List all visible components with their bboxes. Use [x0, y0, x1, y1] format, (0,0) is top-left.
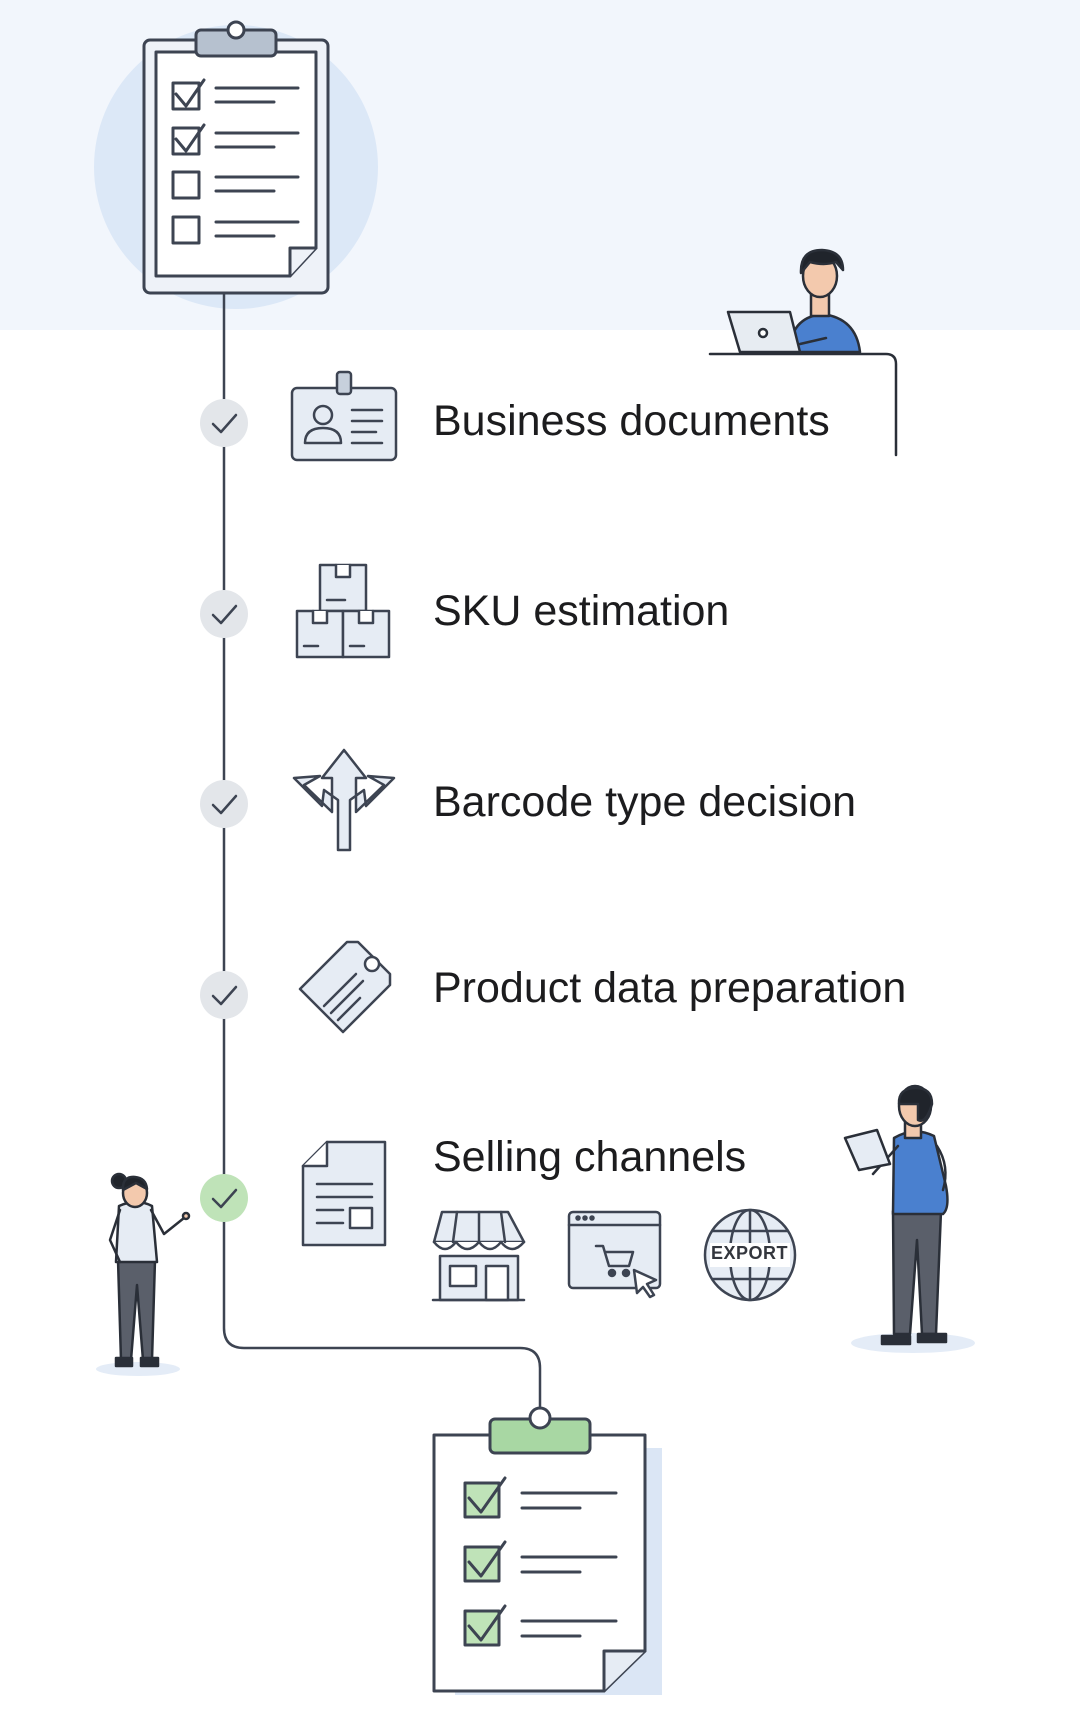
- price-tag-icon: [298, 940, 392, 1034]
- branching-arrows-icon: [292, 748, 396, 852]
- step-check-5-active: [200, 1174, 248, 1222]
- stacked-boxes-icon: [295, 563, 391, 659]
- step-check-4: [200, 971, 248, 1019]
- document-icon: [301, 1140, 387, 1247]
- step-check-2: [200, 590, 248, 638]
- export-globe-label: EXPORT: [710, 1243, 788, 1263]
- storefront-icon: [431, 1210, 526, 1302]
- man-reading-illustration: [843, 1084, 975, 1353]
- id-badge-icon: [290, 370, 398, 462]
- person-at-laptop-illustration: [708, 248, 898, 457]
- step-label-business-documents: Business documents: [433, 397, 830, 445]
- step-label-product-data-preparation: Product data preparation: [433, 964, 907, 1012]
- step-check-1: [200, 399, 248, 447]
- export-globe-icon: [703, 1208, 797, 1302]
- online-shop-browser-icon: [567, 1210, 662, 1299]
- step-check-3: [200, 780, 248, 828]
- completed-checklist-clipboard-icon: [432, 1406, 662, 1695]
- start-checklist-clipboard-icon: [142, 20, 330, 295]
- step-label-barcode-type-decision: Barcode type decision: [433, 778, 857, 826]
- step-label-selling-channels: Selling channels: [433, 1133, 747, 1181]
- flow-connector: [222, 293, 542, 1410]
- step-label-sku-estimation: SKU estimation: [433, 587, 730, 635]
- woman-pointing-illustration: [96, 1172, 191, 1376]
